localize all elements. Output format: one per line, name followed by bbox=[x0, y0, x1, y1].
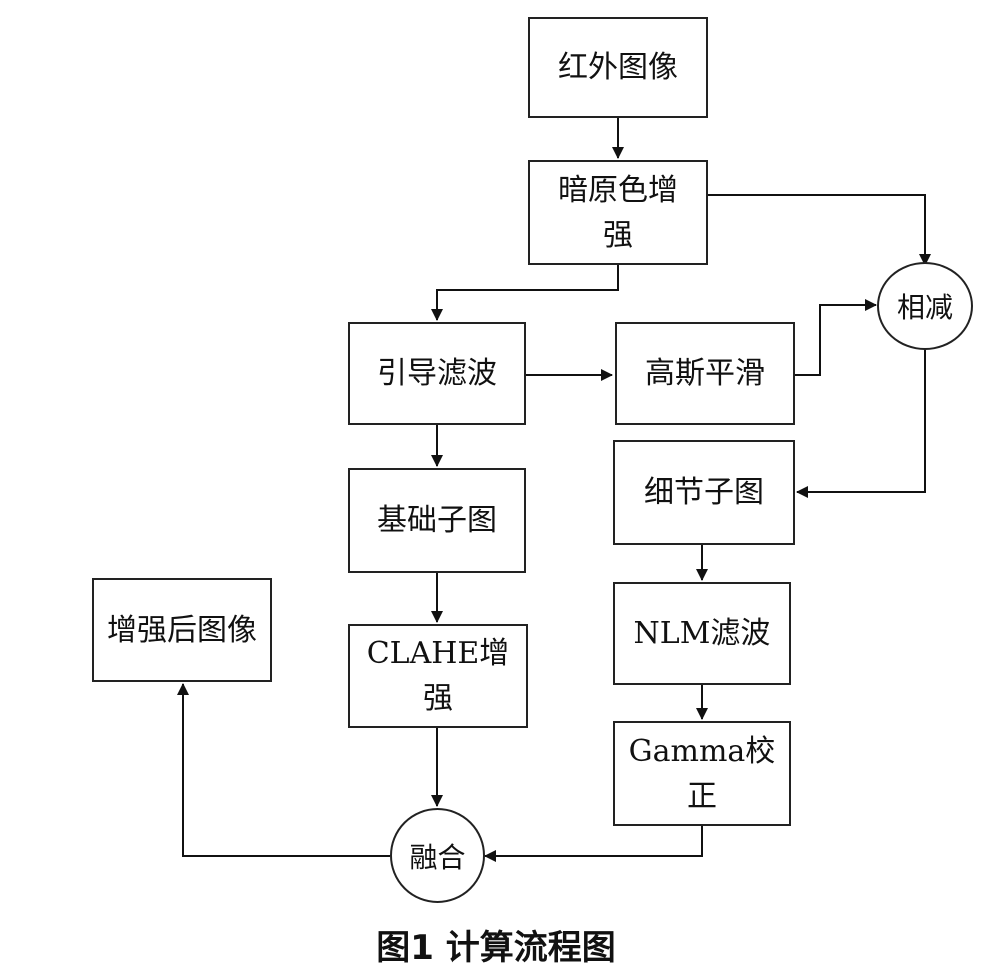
edge-subtract-to-detail bbox=[796, 350, 926, 498]
node-guided-filter-label: 引导滤波 bbox=[377, 356, 497, 391]
node-subtract-label: 相减 bbox=[896, 291, 953, 324]
node-infrared-image-label: 红外图像 bbox=[558, 50, 678, 85]
node-dark-channel-enhance: 暗原色增强 bbox=[528, 160, 708, 265]
node-gaussian-smooth: 高斯平滑 bbox=[615, 322, 795, 425]
edge-dark-to-subtract bbox=[708, 194, 931, 266]
node-infrared-image: 红外图像 bbox=[528, 17, 708, 118]
edge-dark-to-guided bbox=[431, 265, 619, 321]
node-fusion-label: 融合 bbox=[409, 840, 466, 874]
node-gamma-correction: Gamma校正 bbox=[613, 721, 791, 826]
edge-fusion-to-enhanced bbox=[177, 683, 390, 857]
node-fusion: 融合 bbox=[390, 808, 485, 903]
node-guided-filter: 引导滤波 bbox=[348, 322, 526, 425]
node-enhanced-image-label: 增强后图像 bbox=[107, 612, 257, 648]
node-enhanced-image: 增强后图像 bbox=[92, 578, 272, 682]
node-nlm-filter-label: NLM滤波 bbox=[633, 616, 771, 651]
node-gamma-correction-label: Gamma校正 bbox=[628, 733, 776, 814]
edge-gaussian-to-subtract bbox=[795, 299, 877, 376]
node-base-subimage: 基础子图 bbox=[348, 468, 526, 573]
node-gaussian-smooth-label: 高斯平滑 bbox=[645, 356, 765, 391]
node-detail-subimage: 细节子图 bbox=[613, 440, 795, 545]
node-nlm-filter: NLM滤波 bbox=[613, 582, 791, 685]
figure-caption: 图1 计算流程图 bbox=[376, 928, 616, 968]
node-dark-channel-enhance-label: 暗原色增强 bbox=[558, 172, 678, 253]
node-base-subimage-label: 基础子图 bbox=[377, 503, 497, 538]
node-clahe-enhance-label: CLAHE增强 bbox=[366, 636, 510, 716]
edge-gamma-to-fusion bbox=[484, 826, 703, 862]
node-clahe-enhance: CLAHE增强 bbox=[348, 624, 528, 728]
node-detail-subimage-label: 细节子图 bbox=[644, 475, 764, 510]
node-subtract: 相减 bbox=[877, 262, 973, 350]
